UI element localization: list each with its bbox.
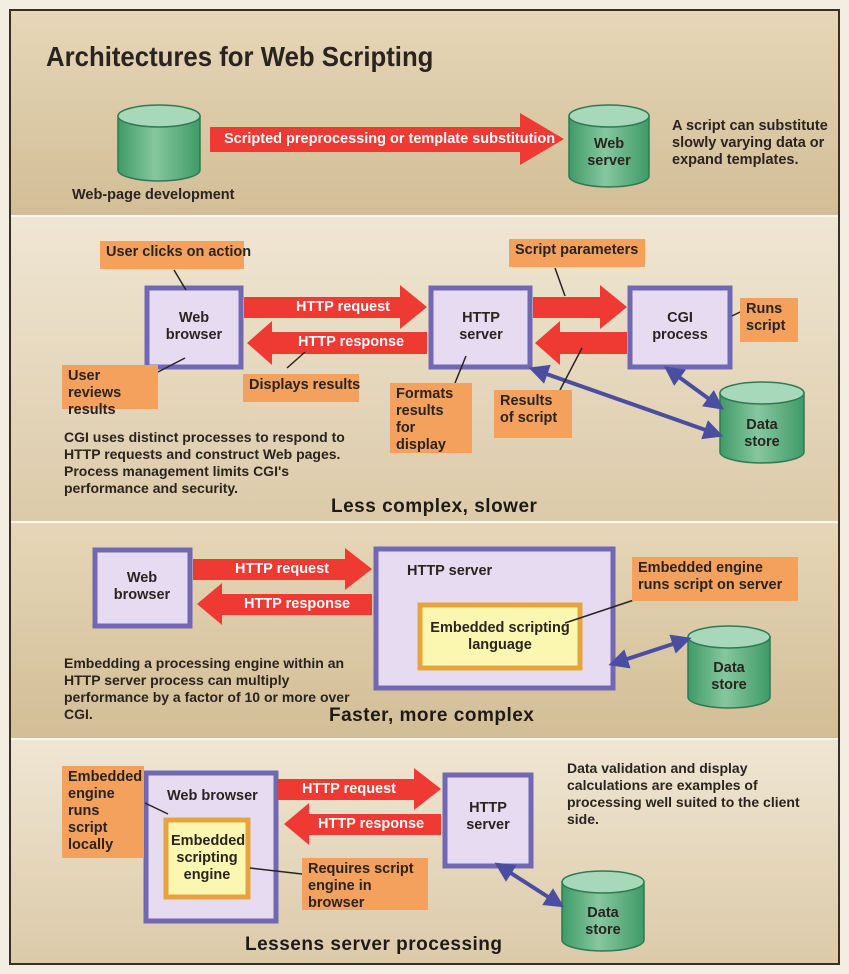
client-description: Data validation and display calculations… [567,760,800,827]
client-engine-box [163,817,251,900]
emb-request-arrow [193,548,372,590]
emb-server-datastore-link [608,634,692,669]
page-title: Architectures for Web Scripting [46,41,434,72]
callout-displays-results: Displays results [243,374,360,402]
cgi-description: CGI uses distinct processes to respond t… [64,429,345,496]
emb-caption: Faster, more complex [329,705,535,726]
client-server-datastore-link [494,862,565,908]
cgi-browser-label: Web browser [165,310,223,343]
cgi-params-arrow [533,285,627,329]
callout-formats-results: Formats results for display [390,383,472,453]
callout-user-clicks: User clicks on action [100,241,251,269]
callout-results-of-script: Results of script [494,390,572,438]
callout-script-parameters: Script parameters [509,239,645,267]
cgi-results-arrow [535,321,627,365]
emb-engine-label: Embedded scripting language [430,620,570,653]
web-server-label: Web server [587,136,631,169]
emb-datastore-label: Data store [711,660,747,693]
emb-server-label: HTTP server [407,563,493,579]
client-server-box [442,772,534,869]
client-engine-label: Embedded scripting engine [171,833,246,883]
callout-embedded-engine-server: Embedded engine runs script on server [632,557,798,601]
client-request-label: HTTP request [302,781,397,797]
emb-description: Embedding a processing engine within an … [64,655,350,722]
client-response-arrow [284,803,441,845]
cgi-server-datastore-link [528,364,724,440]
cgi-datastore-icon [719,381,805,464]
client-datastore-label: Data store [585,905,621,938]
cgi-server-box [428,285,533,370]
preprocess-note: A script can substitute slowly varying d… [672,118,828,168]
cgi-process-box [627,285,733,370]
preprocess-arrow [210,113,564,165]
client-datastore-icon [561,870,645,952]
cgi-caption: Less complex, slower [331,496,538,517]
emb-engine-box [417,602,583,671]
cgi-browser-box [144,285,244,370]
client-browser-label: Web browser [167,788,258,804]
cgi-request-arrow [244,285,427,329]
emb-response-arrow [197,583,372,625]
preprocess-arrow-label: Scripted preprocessing or template subst… [224,131,556,147]
emb-response-label: HTTP response [244,596,351,612]
emb-datastore-icon [687,625,771,709]
client-server-label: HTTP server [466,800,510,833]
emb-browser-box [92,547,193,629]
client-response-label: HTTP response [318,816,425,832]
callout-embedded-engine-local: Embedded engine runs script locally [62,766,144,858]
callout-runs-script: Runs script [740,298,798,342]
cgi-server-label: HTTP server [459,310,503,343]
emb-browser-label: Web browser [113,570,171,603]
web-server-icon [568,104,650,188]
cgi-response-arrow [247,321,427,365]
emb-request-label: HTTP request [235,561,330,577]
dev-label: Web-page development [72,187,235,203]
dev-database-icon [117,104,201,182]
cgi-process-label: CGI process [652,310,708,343]
cgi-datastore-label: Data store [744,417,780,450]
client-caption: Lessens server processing [245,934,503,955]
client-request-arrow [277,768,441,810]
cgi-response-label: HTTP response [298,334,405,350]
callout-user-reviews: User reviews results [62,365,158,418]
cgi-request-label: HTTP request [296,299,391,315]
callout-requires-engine: Requires script engine in browser [302,858,428,911]
outer-frame [9,9,840,965]
